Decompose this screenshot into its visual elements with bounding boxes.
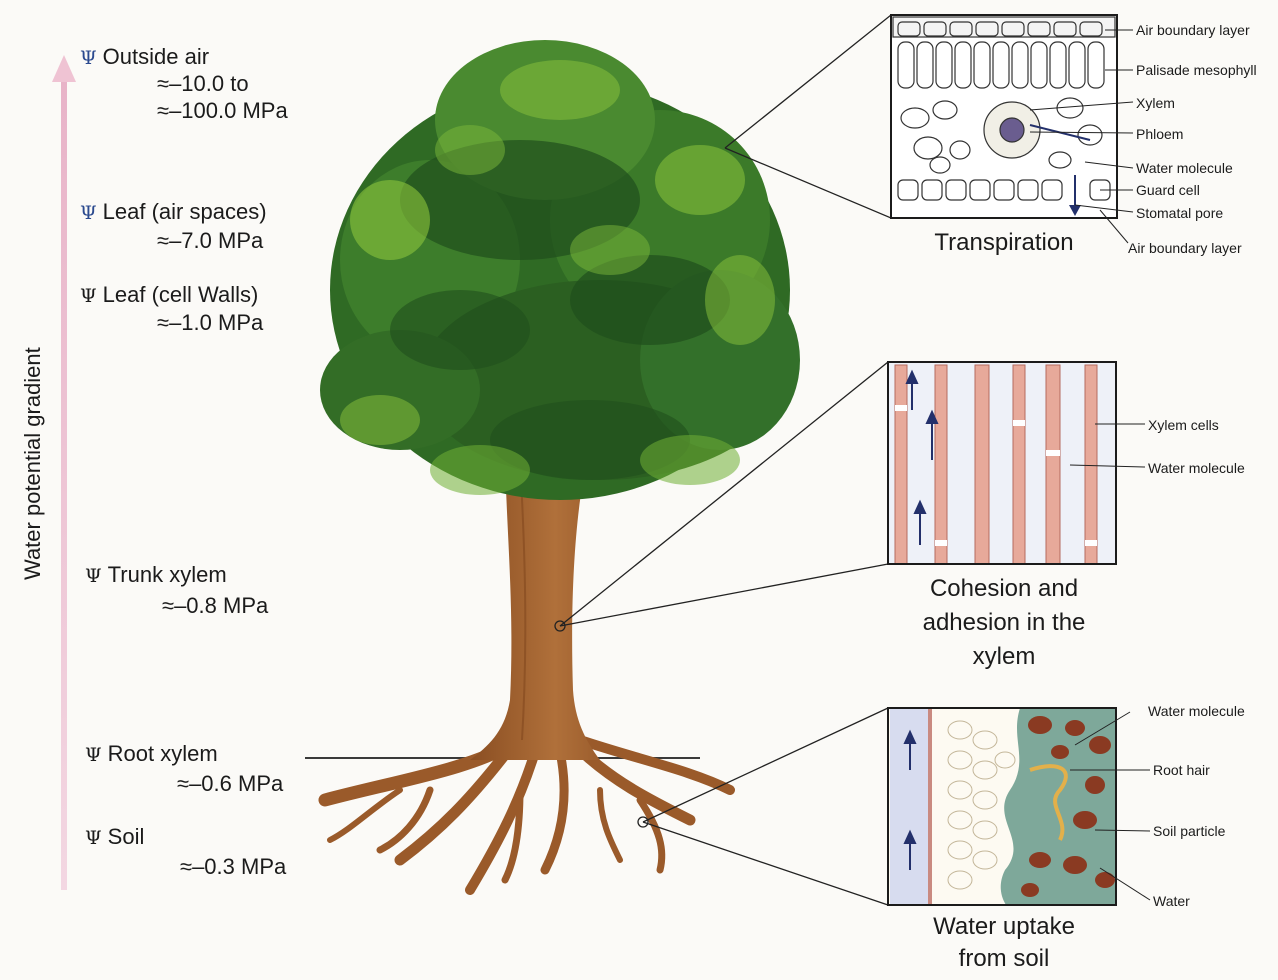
- psi-symbol: Ψ: [80, 47, 97, 69]
- leaf-label-water-molecule: Water molecule: [1136, 160, 1233, 176]
- xylem-caption-line-3: xylem: [888, 640, 1120, 674]
- leaf-label-air-boundary-bottom: Air boundary layer: [1128, 240, 1242, 256]
- psi-symbol: Ψ: [85, 744, 102, 766]
- outside-air-label: Ψ Outside air: [80, 45, 209, 70]
- leaf-label-stomatal-pore: Stomatal pore: [1136, 205, 1223, 221]
- leaf-air-spaces-value: ≈–7.0 MPa: [157, 229, 263, 253]
- xylem-panel: [888, 362, 1116, 565]
- root-xylem-label: Ψ Root xylem: [85, 742, 218, 767]
- xylem-caption-line-1: Cohesion and: [888, 572, 1120, 606]
- leaf-label-palisade: Palisade mesophyll: [1136, 62, 1257, 78]
- psi-symbol: Ψ: [80, 285, 97, 307]
- leaf-label-xylem: Xylem: [1136, 95, 1175, 111]
- leaf-caption: Transpiration: [890, 226, 1118, 260]
- root-xylem-name: Root xylem: [108, 741, 218, 766]
- root-label-water: Water: [1153, 893, 1190, 909]
- soil-value: ≈–0.3 MPa: [180, 855, 286, 879]
- leaf-label-guard-cell: Guard cell: [1136, 182, 1200, 198]
- leaf-cell-walls-label: Ψ Leaf (cell Walls): [80, 283, 258, 308]
- root-caption-line-1: Water uptake: [888, 910, 1120, 944]
- root-label-root-hair: Root hair: [1153, 762, 1210, 778]
- trunk-xylem-value: ≈–0.8 MPa: [162, 594, 268, 618]
- root-caption-line-2: from soil: [888, 942, 1120, 976]
- leaf-label-phloem: Phloem: [1136, 126, 1183, 142]
- leaf-cell-walls-value: ≈–1.0 MPa: [157, 311, 263, 335]
- xylem-caption-line-2: adhesion in the: [888, 606, 1120, 640]
- trunk-xylem-label: Ψ Trunk xylem: [85, 563, 227, 588]
- outside-air-value-2: ≈–100.0 MPa: [157, 99, 288, 123]
- outside-air-value-1: ≈–10.0 to: [157, 72, 249, 96]
- roots: [325, 740, 730, 890]
- root-xylem-value: ≈–0.6 MPa: [177, 772, 283, 796]
- psi-symbol: Ψ: [85, 565, 102, 587]
- psi-symbol: Ψ: [85, 827, 102, 849]
- leaf-air-spaces-label: Ψ Leaf (air spaces): [80, 200, 267, 225]
- gradient-arrow: [52, 55, 76, 890]
- soil-label: Ψ Soil: [85, 825, 144, 850]
- tree-canopy: [320, 40, 800, 500]
- root-label-water-molecule: Water molecule: [1148, 703, 1245, 719]
- xylem-label-water-molecule: Water molecule: [1148, 460, 1245, 476]
- xylem-label-cells: Xylem cells: [1148, 417, 1219, 433]
- leaf-label-air-boundary-top: Air boundary layer: [1136, 22, 1250, 38]
- trunk-xylem-name: Trunk xylem: [108, 562, 227, 587]
- leaf-cell-walls-name: Leaf (cell Walls): [103, 282, 259, 307]
- leaf-cross-section-panel: [891, 15, 1117, 218]
- root-label-soil-particle: Soil particle: [1153, 823, 1225, 839]
- outside-air-name: Outside air: [103, 44, 209, 69]
- soil-name: Soil: [108, 824, 145, 849]
- gradient-label: Water potential gradient: [20, 347, 46, 580]
- leaf-air-spaces-name: Leaf (air spaces): [103, 199, 267, 224]
- psi-symbol: Ψ: [80, 202, 97, 224]
